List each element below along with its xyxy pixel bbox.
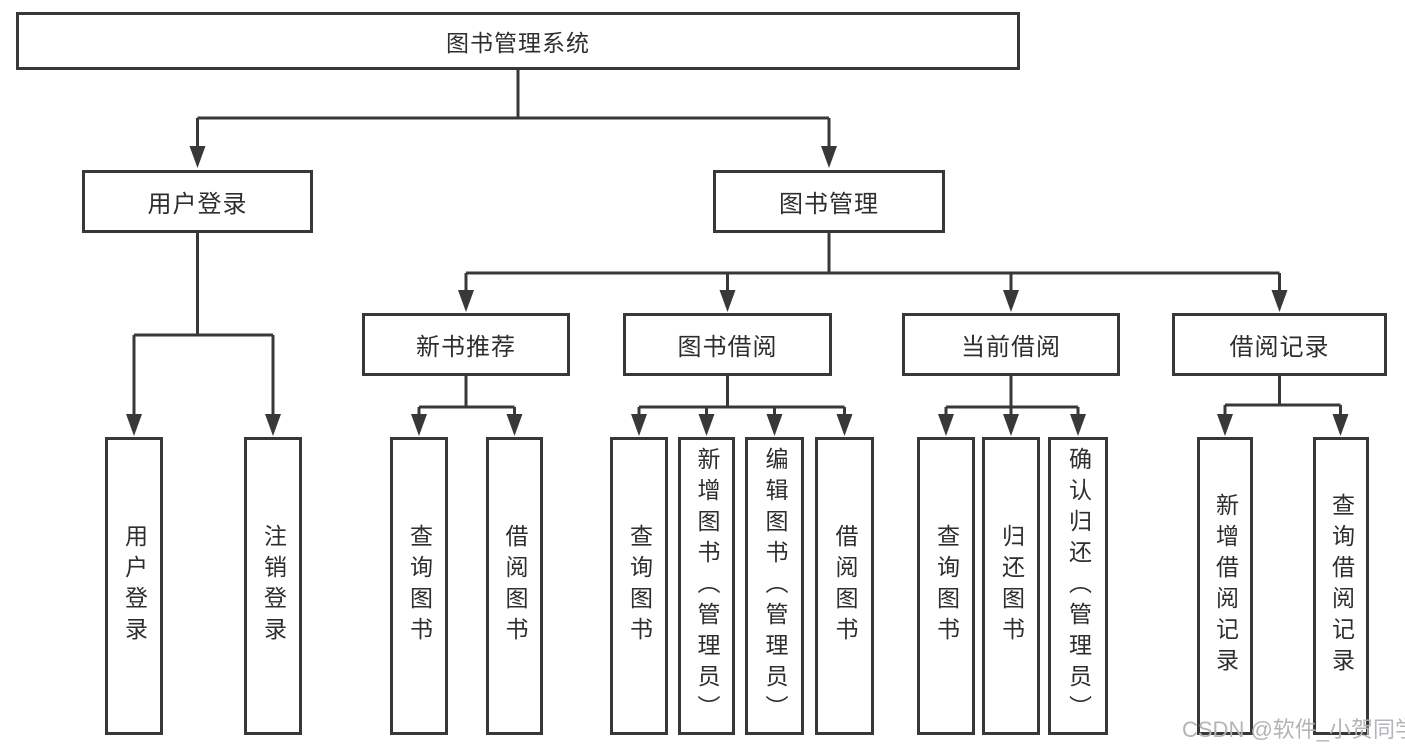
arrow-icon: [1070, 414, 1086, 436]
leaf-recommend-query-books-label: 查询图书: [406, 524, 433, 648]
node-book-management: 图书管理: [713, 170, 945, 233]
edge-current-to-leaves: [944, 376, 1080, 418]
node-current-borrow: 当前借阅: [902, 313, 1120, 376]
node-root-label: 图书管理系统: [446, 30, 590, 56]
leaf-recommend-borrow-books: 借阅图书: [486, 437, 543, 735]
arrow-icon: [836, 414, 853, 436]
leaf-logout: 注销登录: [244, 437, 302, 735]
leaf-borrow-add-books-admin: 新增图书（管理员）: [678, 437, 735, 735]
arrow-icon: [189, 146, 206, 168]
arrow-icon: [1271, 290, 1288, 312]
leaf-records-add-record: 新增借阅记录: [1197, 437, 1253, 735]
leaf-borrow-borrow-books-label: 借阅图书: [832, 524, 858, 648]
node-new-book-recommend-label: 新书推荐: [416, 334, 516, 361]
arrowheads: [126, 146, 1349, 436]
arrow-icon: [1003, 414, 1019, 436]
arrow-icon: [698, 414, 715, 436]
leaf-borrow-borrow-books: 借阅图书: [815, 437, 874, 735]
arrow-icon: [766, 414, 783, 436]
arrow-icon: [1217, 414, 1233, 436]
arrow-icon: [506, 414, 523, 436]
leaf-recommend-borrow-books-label: 借阅图书: [502, 524, 528, 648]
arrow-icon: [719, 290, 736, 312]
arrow-icon: [265, 414, 281, 436]
node-user-login-label: 用户登录: [147, 191, 248, 218]
node-book-borrow: 图书借阅: [623, 313, 832, 376]
arrow-icon: [938, 414, 954, 436]
leaf-current-confirm-return-admin: 确认归还（管理员）: [1048, 437, 1108, 735]
leaf-current-confirm-return-admin-label: 确认归还（管理员）: [1065, 446, 1092, 726]
leaf-current-return-books: 归还图书: [982, 437, 1040, 735]
leaf-records-query-record-label: 查询借阅记录: [1328, 493, 1355, 679]
leaf-borrow-add-books-admin-label: 新增图书（管理员）: [694, 446, 720, 726]
leaf-user-login-label: 用户登录: [121, 524, 148, 648]
edge-bookmgmt-to-level3: [464, 233, 1281, 294]
node-borrow-records: 借阅记录: [1172, 313, 1387, 376]
node-root: 图书管理系统: [16, 12, 1020, 70]
edge-records-to-leaves: [1223, 376, 1342, 418]
leaf-current-return-books-label: 归还图书: [998, 524, 1025, 648]
node-book-management-label: 图书管理: [779, 191, 879, 218]
node-book-borrow-label: 图书借阅: [677, 334, 778, 361]
edge-userlogin-to-leaves: [132, 233, 275, 418]
arrow-icon: [458, 290, 474, 312]
leaf-user-login: 用户登录: [105, 437, 163, 735]
leaf-logout-label: 注销登录: [260, 524, 287, 648]
node-new-book-recommend: 新书推荐: [362, 313, 570, 376]
leaf-borrow-query-books: 查询图书: [610, 437, 668, 735]
arrow-icon: [631, 414, 647, 436]
leaf-recommend-query-books: 查询图书: [390, 437, 448, 735]
leaf-borrow-query-books-label: 查询图书: [626, 524, 653, 648]
arrow-icon: [821, 146, 837, 168]
node-user-login: 用户登录: [82, 170, 313, 233]
node-borrow-records-label: 借阅记录: [1229, 334, 1330, 361]
leaf-current-query-books: 查询图书: [917, 437, 975, 735]
edge-root-to-level2: [196, 70, 831, 150]
leaf-records-add-record-label: 新增借阅记录: [1212, 493, 1239, 679]
csdn-watermark: CSDN @软件_小贺同学: [1182, 717, 1405, 742]
edge-borrow-to-leaves: [637, 376, 846, 418]
leaf-borrow-edit-books-admin-label: 编辑图书（管理员）: [762, 446, 788, 726]
leaf-borrow-edit-books-admin: 编辑图书（管理员）: [745, 437, 804, 735]
leaf-records-query-record: 查询借阅记录: [1313, 437, 1369, 735]
leaf-current-query-books-label: 查询图书: [933, 524, 960, 648]
arrow-icon: [1003, 290, 1019, 312]
arrow-icon: [411, 414, 427, 436]
node-current-borrow-label: 当前借阅: [961, 334, 1061, 361]
arrow-icon: [1332, 414, 1349, 436]
arrow-icon: [126, 414, 142, 436]
edge-recommend-to-leaves: [417, 376, 516, 418]
